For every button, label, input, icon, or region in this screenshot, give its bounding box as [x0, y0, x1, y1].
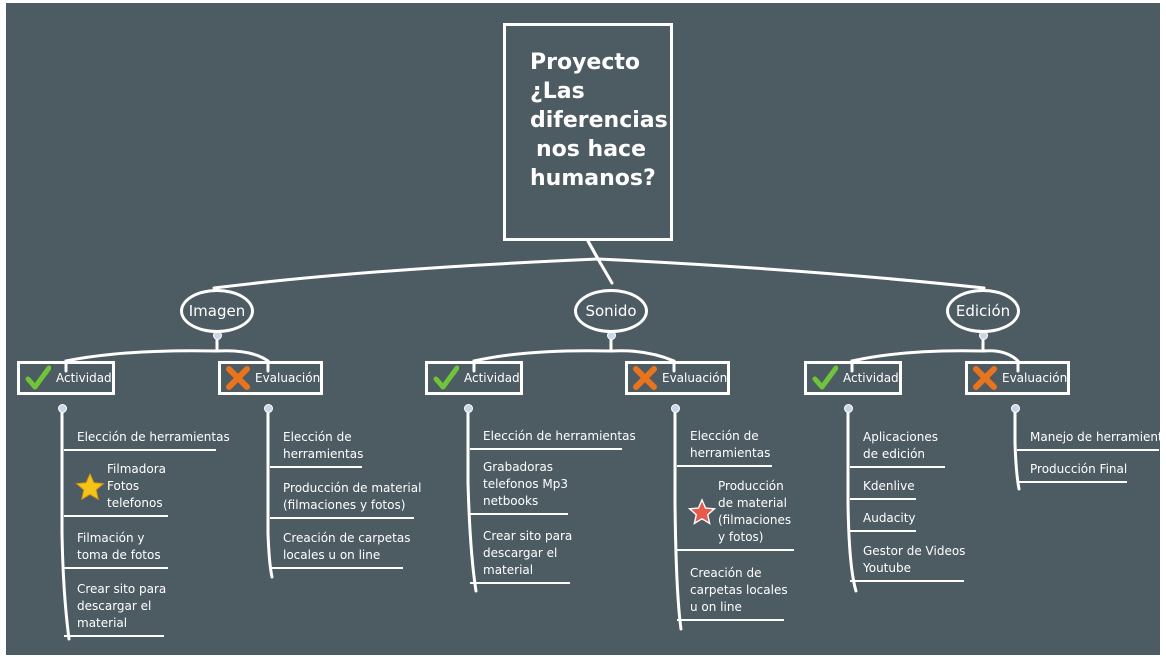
- node-label: Evaluación: [1002, 371, 1068, 385]
- node-label: Actividad: [464, 371, 520, 385]
- leaf-item[interactable]: Elección de herramientas: [64, 429, 230, 451]
- leaf-line: Filmación y: [77, 531, 145, 545]
- node-label: Evaluación: [662, 371, 728, 385]
- mind-map-canvas: Proyecto ¿Las diferencias nos hace human…: [6, 3, 1160, 655]
- leaf-line: de edición: [863, 447, 926, 461]
- node-imagen-evaluacion[interactable]: Evaluación: [218, 361, 323, 395]
- central-topic-line: nos hace: [536, 137, 646, 162]
- x-icon: [632, 364, 658, 392]
- collapse-toggle-icon[interactable]: [58, 404, 67, 413]
- branch-edicion[interactable]: Edición: [946, 289, 1020, 333]
- collapse-toggle-icon[interactable]: [671, 404, 680, 413]
- leaf-line: Crear sito para: [77, 582, 167, 596]
- leaf-line: locales u on line: [283, 548, 381, 562]
- connector-lines: [60, 239, 1021, 641]
- central-topic-line: Proyecto: [530, 50, 641, 75]
- node-sonido-evaluacion[interactable]: Evaluación: [625, 361, 730, 395]
- leaf-item[interactable]: Filmadora Fotos telefonos: [64, 461, 168, 517]
- leaf-line: descargar el: [77, 599, 152, 613]
- collapse-toggle-icon[interactable]: [464, 404, 473, 413]
- collapse-toggle-icon[interactable]: [1011, 404, 1020, 413]
- leaf-line: Kdenlive: [863, 479, 915, 493]
- leaf-line: Aplicaciones: [863, 430, 938, 444]
- leaf-item[interactable]: Crear sito para descargar el material: [64, 581, 167, 637]
- leaf-item[interactable]: Grabadoras telefonos Mp3 netbooks: [470, 459, 568, 515]
- x-icon: [225, 364, 251, 392]
- branch-label: Imagen: [188, 302, 246, 320]
- leaf-line: toma de fotos: [77, 548, 161, 562]
- leaf-line: u on line: [690, 600, 742, 614]
- leaf-line: telefonos: [107, 496, 163, 510]
- leaf-line: Producción Final: [1030, 462, 1128, 476]
- central-topic-line: ¿Las: [530, 79, 585, 104]
- x-icon: [972, 364, 998, 392]
- leaf-line: Elección de herramientas: [483, 429, 636, 443]
- branch-sonido[interactable]: Sonido: [574, 289, 648, 333]
- check-icon: [811, 364, 839, 392]
- leaf-item[interactable]: Crear sito para descargar el material: [470, 528, 573, 584]
- node-sonido-actividad[interactable]: Actividad: [425, 361, 523, 395]
- leaf-line: Grabadoras: [483, 460, 554, 474]
- leaf-item[interactable]: Gestor de Videos Youtube: [850, 543, 966, 582]
- branch-label: Edición: [955, 302, 1011, 320]
- leaf-line: Elección de herramientas: [77, 430, 230, 444]
- leaf-item[interactable]: Elección de herramientas: [677, 428, 772, 467]
- leaf-line: Creación de carpetas: [283, 531, 411, 545]
- leaf-line: herramientas: [283, 447, 364, 461]
- central-topic-line: diferencias: [530, 108, 668, 133]
- leaf-line: y fotos): [718, 530, 764, 544]
- leaf-item[interactable]: Elección de herramientas: [470, 428, 636, 450]
- leaf-line: Creación de: [690, 566, 762, 580]
- star-icon: [688, 498, 716, 525]
- branch-label: Sonido: [585, 302, 637, 320]
- leaf-line: Manejo de herramienta: [1030, 430, 1160, 444]
- leaf-line: (filmaciones y fotos): [283, 498, 406, 512]
- leaf-line: Elección de: [690, 429, 759, 443]
- leaf-line: (filmaciones: [718, 513, 792, 527]
- leaf-item[interactable]: Kdenlive: [850, 478, 916, 500]
- leaf-line: material: [77, 616, 128, 630]
- leaf-item[interactable]: Filmación y toma de fotos: [64, 530, 168, 569]
- collapse-toggle-icon[interactable]: [264, 404, 273, 413]
- leaf-item[interactable]: Manejo de herramienta: [1017, 429, 1160, 451]
- leaf-line: Gestor de Videos: [863, 544, 966, 558]
- node-edicion-evaluacion[interactable]: Evaluación: [965, 361, 1070, 395]
- leaf-line: Crear sito para: [483, 529, 573, 543]
- check-icon: [24, 364, 52, 392]
- leaf-line: Elección de: [283, 430, 352, 444]
- leaf-item[interactable]: Creación de carpetas locales u on line: [270, 530, 411, 569]
- leaf-line: telefonos Mp3: [483, 477, 568, 491]
- leaf-item[interactable]: Producción de material (filmaciones y fo…: [270, 480, 422, 519]
- leaf-item[interactable]: Producción de material (filmaciones y fo…: [677, 478, 794, 551]
- leaf-line: netbooks: [483, 494, 539, 508]
- star-icon: [75, 472, 105, 500]
- leaf-item[interactable]: Creación de carpetas locales u on line: [677, 565, 788, 621]
- leaf-item[interactable]: Producción Final: [1017, 461, 1127, 483]
- leaf-line: Youtube: [863, 561, 911, 575]
- central-topic-line: humanos?: [530, 166, 656, 191]
- leaf-item[interactable]: Aplicaciones de edición: [850, 429, 945, 468]
- leaf-line: Fotos: [107, 479, 140, 493]
- node-edicion-actividad[interactable]: Actividad: [804, 361, 902, 395]
- node-label: Actividad: [56, 371, 112, 385]
- node-imagen-actividad[interactable]: Actividad: [17, 361, 115, 395]
- check-icon: [432, 364, 460, 392]
- leaf-line: de material: [718, 496, 787, 510]
- central-topic[interactable]: Proyecto ¿Las diferencias nos hace human…: [503, 23, 673, 241]
- leaf-line: descargar el: [483, 546, 558, 560]
- node-label: Evaluación: [255, 371, 321, 385]
- leaf-line: Producción: [718, 479, 784, 493]
- leaf-line: herramientas: [690, 446, 771, 460]
- collapse-toggle-icon[interactable]: [844, 404, 853, 413]
- branch-imagen[interactable]: Imagen: [180, 289, 254, 333]
- node-label: Actividad: [843, 371, 899, 385]
- leaf-line: material: [483, 563, 534, 577]
- leaf-line: Filmadora: [107, 462, 166, 476]
- leaf-item[interactable]: Audacity: [850, 510, 916, 532]
- leaf-item[interactable]: Elección de herramientas: [270, 429, 364, 468]
- leaf-line: Producción de material: [283, 481, 422, 495]
- leaf-line: carpetas locales: [690, 583, 788, 597]
- leaf-line: Audacity: [863, 511, 916, 525]
